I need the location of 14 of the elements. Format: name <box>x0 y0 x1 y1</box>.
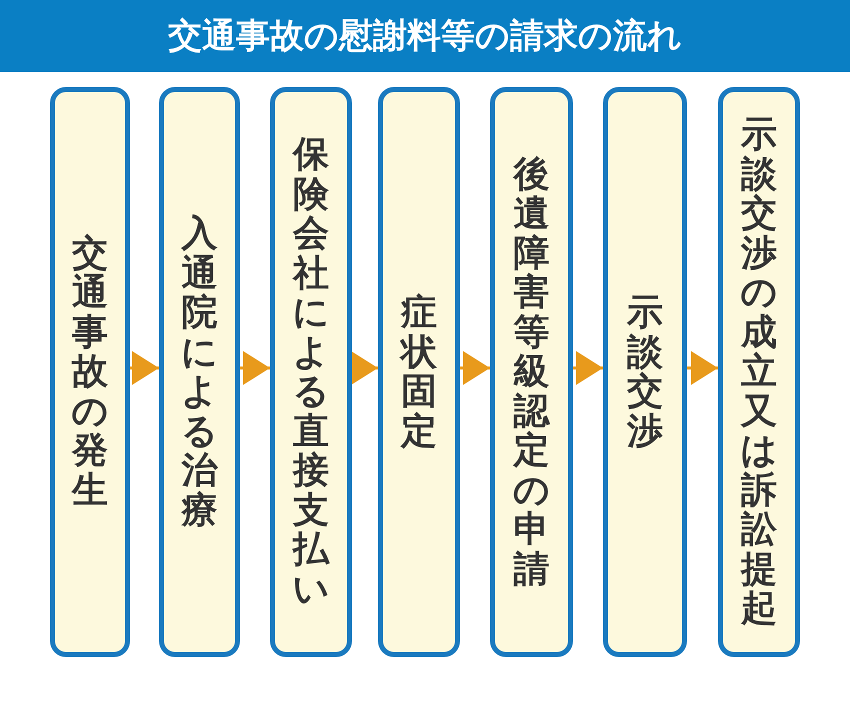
step-box: 示談交渉の成立又は訴訟提起 <box>718 87 800 657</box>
arrow <box>573 351 603 385</box>
arrow <box>687 351 718 385</box>
step-box: 交通事故の発生 <box>50 87 130 657</box>
step-box: 後遺障害等級認定の申請 <box>490 87 573 657</box>
step-box: 入通院による治療 <box>159 87 240 657</box>
arrow <box>351 351 378 385</box>
step-box: 症状固定 <box>378 87 460 657</box>
step-box: 示談交渉 <box>603 87 687 657</box>
arrow <box>130 351 159 385</box>
step-box: 保険会社による直接支払い <box>270 87 352 657</box>
arrow <box>240 351 270 385</box>
arrow <box>460 351 490 385</box>
title-banner: 交通事故の慰謝料等の請求の流れ <box>0 0 850 72</box>
